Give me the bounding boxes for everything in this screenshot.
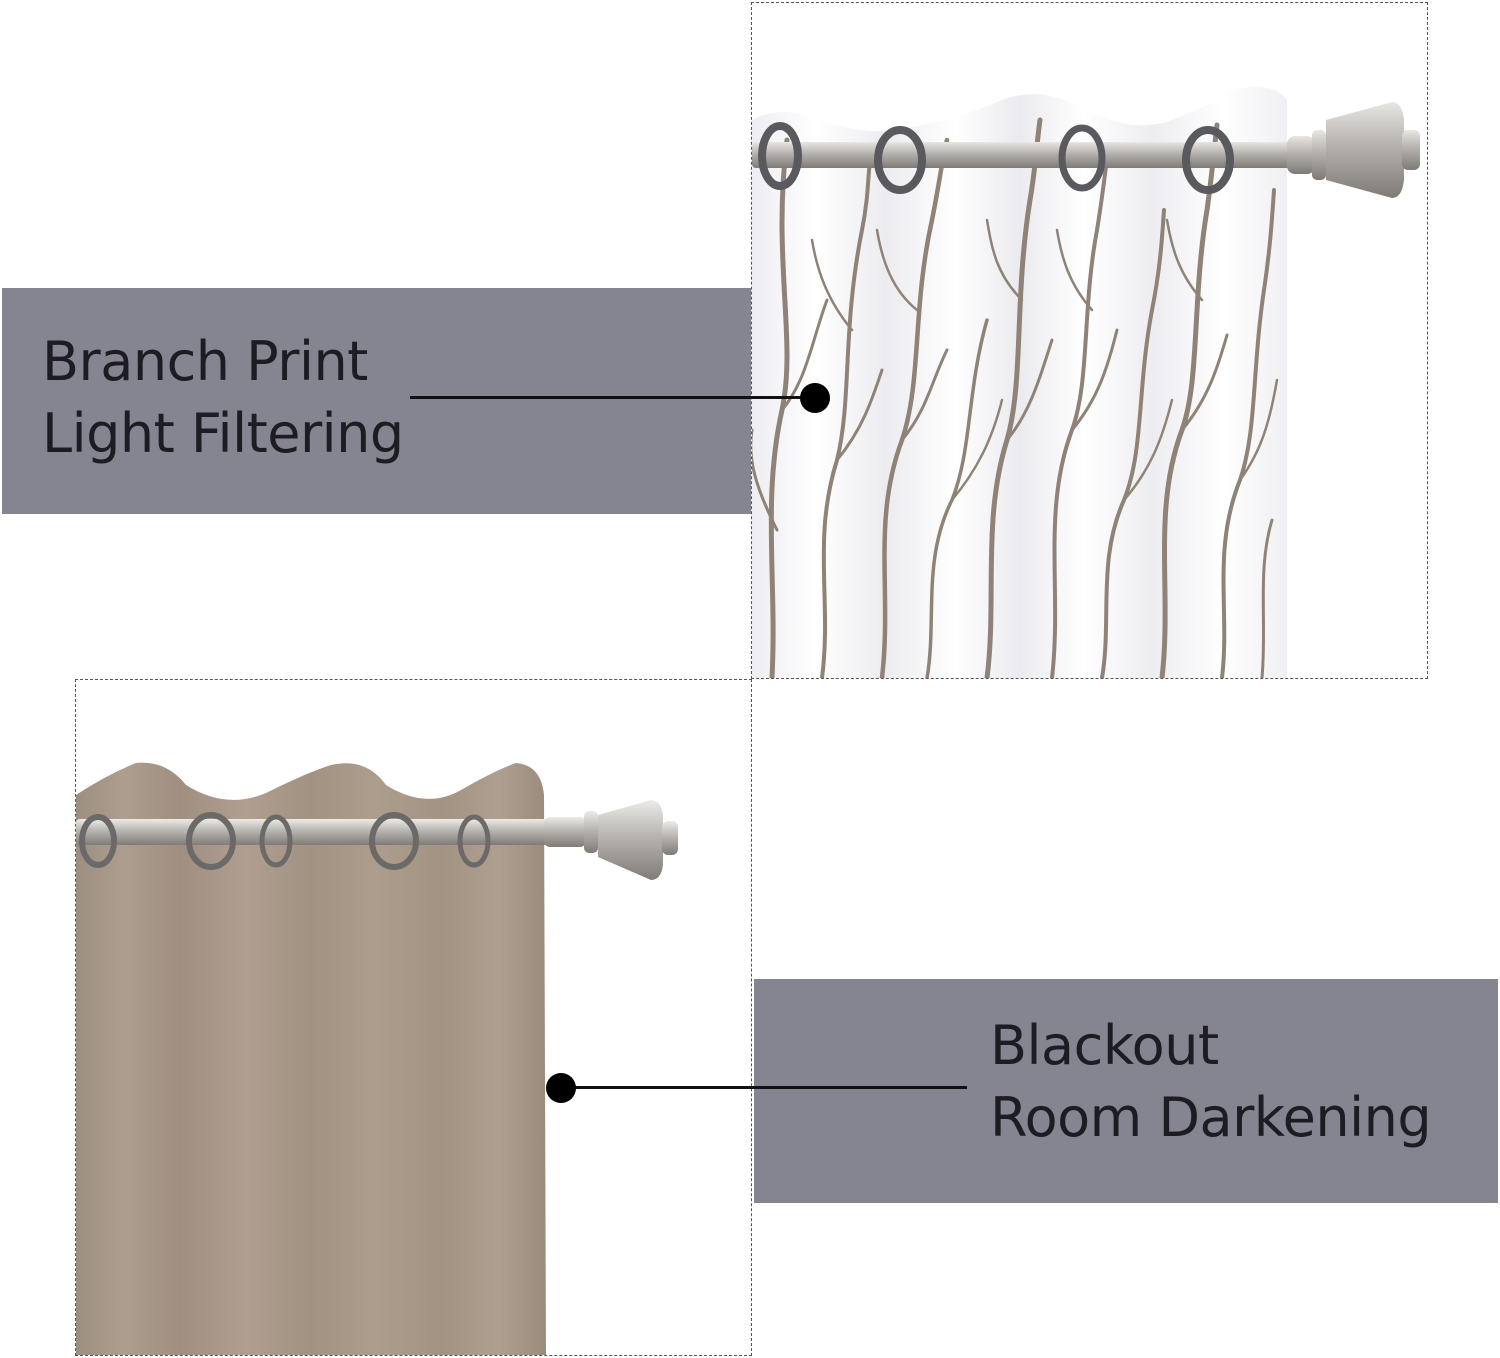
rod-finial <box>1287 102 1420 198</box>
grommet-rings <box>79 812 491 870</box>
sheer-curtain-frame <box>751 2 1428 679</box>
callout-dot-bottom <box>546 1073 576 1103</box>
sheer-curtain-illustration <box>752 86 1420 678</box>
blackout-curtain-illustration <box>76 762 678 1355</box>
callout-leader-top <box>410 396 815 399</box>
label-branch-print-light-filtering: Branch Print Light Filtering <box>42 326 404 470</box>
label-blackout-room-darkening: Blackout Room Darkening <box>990 1010 1432 1154</box>
sheer-fabric <box>752 86 1287 678</box>
label-line-room-darkening: Room Darkening <box>990 1086 1432 1149</box>
callout-dot-top <box>800 383 830 413</box>
blackout-curtain-image <box>76 755 716 1355</box>
label-band-top <box>2 288 751 514</box>
label-band-bottom <box>754 979 1498 1203</box>
label-line-light-filtering: Light Filtering <box>42 402 404 465</box>
sheer-curtain-image <box>752 80 1427 678</box>
blackout-fabric <box>76 762 546 1355</box>
rod-finial <box>544 800 678 880</box>
grommet-rings <box>758 122 1234 194</box>
blackout-curtain-frame <box>75 679 752 1356</box>
label-line-branch-print: Branch Print <box>42 330 368 393</box>
curtain-rod <box>76 819 596 845</box>
label-line-blackout: Blackout <box>990 1014 1219 1077</box>
curtain-rod <box>752 142 1342 168</box>
callout-leader-bottom <box>563 1086 967 1089</box>
branch-print-pattern <box>752 117 1279 678</box>
